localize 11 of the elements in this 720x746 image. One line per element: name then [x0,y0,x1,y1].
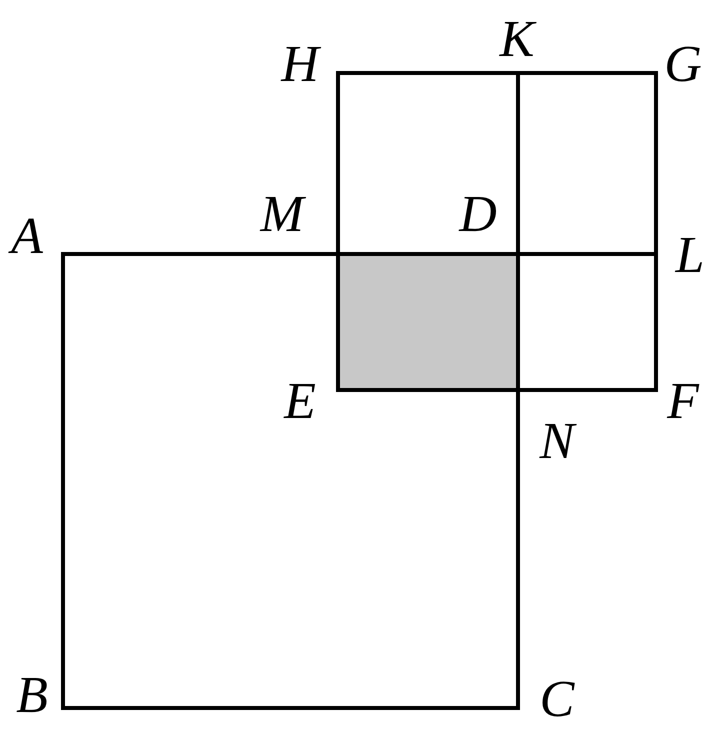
point-label: D [459,189,497,241]
point-label: C [540,674,574,726]
point-label: H [281,39,319,91]
point-label: K [500,14,534,66]
point-label: F [667,376,699,428]
point-label: E [284,376,316,428]
point-label: N [540,416,574,468]
point-label: G [664,39,702,91]
point-label: B [16,670,48,722]
point-label: L [676,230,704,282]
point-label: M [260,189,304,241]
